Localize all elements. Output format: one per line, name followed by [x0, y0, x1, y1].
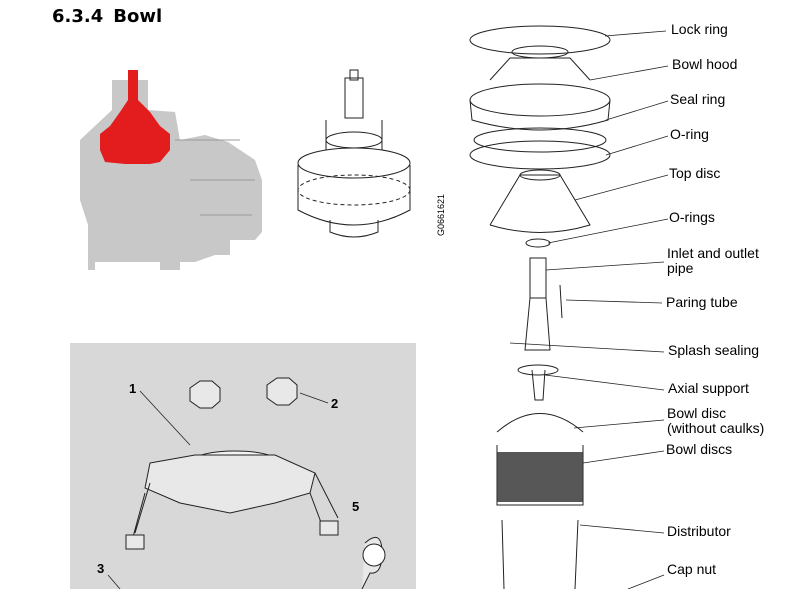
part-bowl-disc: Bowl disc — [667, 405, 727, 421]
part-inlet-outlet: Inlet and outlet — [667, 245, 759, 261]
machine-silhouette — [80, 80, 262, 270]
part-splash-sealing: Splash sealing — [668, 342, 760, 358]
leader-lines — [509, 30, 669, 589]
disc-stack — [497, 452, 583, 502]
nut-tool-left — [189, 380, 221, 409]
callout-1: 1 — [129, 381, 137, 396]
tools-drawing — [107, 377, 386, 589]
nut-tool-right — [266, 377, 298, 406]
figure-code: G0661621 — [436, 193, 446, 236]
callout-2: 2 — [331, 396, 339, 411]
section-title: Bowl — [113, 6, 163, 27]
part-bowl-disc-note: (without caulks) — [667, 420, 765, 436]
handle-right — [319, 520, 339, 536]
section-number: 6.3.4 — [52, 6, 104, 27]
part-cap-nut: Cap nut — [667, 561, 717, 577]
section-heading: 6.3.4 Bowl — [52, 6, 162, 27]
highlighted-bowl — [100, 70, 170, 164]
part-top-disc: Top disc — [669, 165, 721, 181]
part-seal-ring: Seal ring — [670, 91, 726, 107]
callout-5: 5 — [352, 499, 360, 514]
part-paring-tube: Paring tube — [666, 294, 738, 310]
exploded-view — [469, 25, 611, 589]
part-o-ring: O-ring — [670, 126, 709, 142]
handle-left — [125, 534, 145, 550]
callout-3: 3 — [97, 561, 105, 576]
part-distributor: Distributor — [667, 523, 731, 539]
bowl-assembly — [297, 69, 411, 238]
part-pipe: pipe — [667, 260, 694, 276]
part-lock-ring: Lock ring — [671, 21, 728, 37]
part-axial-support: Axial support — [668, 380, 749, 396]
part-bowl-discs: Bowl discs — [666, 441, 733, 457]
tools-panel — [70, 343, 416, 589]
part-o-rings: O-rings — [669, 209, 715, 225]
part-bowl-hood: Bowl hood — [672, 56, 738, 72]
